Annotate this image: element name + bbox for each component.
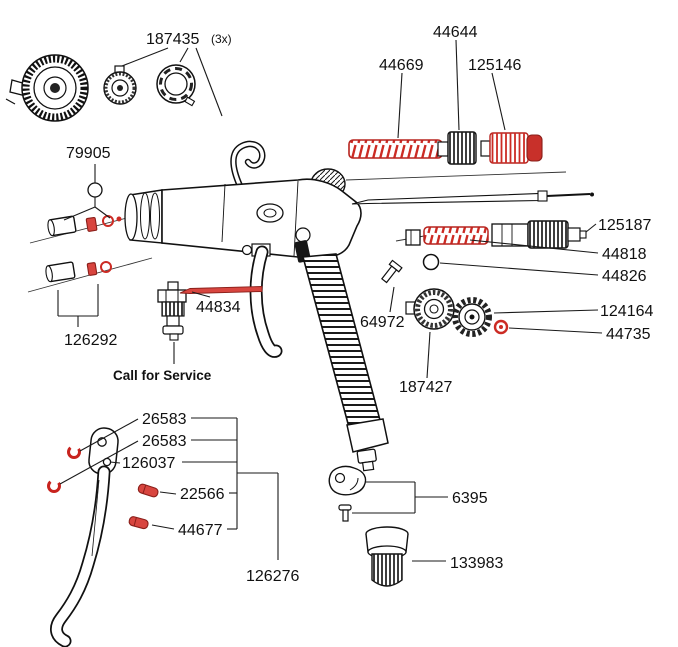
leader-lines	[57, 39, 603, 562]
label-126276: 126276	[246, 568, 299, 585]
label-187435-qty: (3x)	[211, 32, 232, 46]
label-125146: 125146	[468, 57, 521, 74]
part-spring-44818	[423, 226, 489, 245]
label-126037: 126037	[122, 455, 175, 472]
part-needle-44834	[179, 286, 263, 294]
label-126292: 126292	[64, 332, 117, 349]
label-44669: 44669	[379, 57, 424, 74]
part-knob-187427	[405, 288, 455, 330]
part-gear-124164	[452, 297, 492, 337]
label-125187: 125187	[598, 217, 651, 234]
part-packing-nut	[405, 229, 421, 246]
label-44834: 44834	[196, 299, 241, 316]
label-187427: 187427	[399, 379, 452, 396]
part-oring-44826	[422, 253, 440, 271]
label-187435: 187435	[146, 31, 199, 48]
label-79905: 79905	[66, 145, 111, 162]
label-133983: 133983	[450, 555, 503, 572]
label-44644: 44644	[433, 24, 478, 41]
part-eclip-26583-bottom	[47, 479, 61, 493]
part-clip-44735	[493, 319, 509, 335]
label-44677: 44677	[178, 522, 223, 539]
part-pin-44677	[128, 516, 149, 530]
part-screw-64972	[381, 259, 403, 284]
part-pin-22566	[137, 483, 159, 498]
label-6395: 6395	[452, 490, 488, 507]
spray-gun-body	[124, 140, 389, 472]
part-connector-133983	[365, 526, 409, 587]
part-nut-44644	[437, 131, 477, 165]
label-44818: 44818	[602, 246, 647, 263]
part-nozzle-79905	[47, 182, 122, 237]
part-service-valve	[157, 281, 187, 341]
label-64972: 64972	[360, 314, 405, 331]
part-retaining-ring	[156, 64, 196, 107]
part-distributor-ring	[103, 65, 137, 105]
part-air-cap	[5, 54, 89, 122]
label-call-for-service: Call for Service	[113, 368, 212, 383]
label-22566: 22566	[180, 486, 225, 503]
label-124164: 124164	[600, 303, 653, 320]
label-26583-bottom: 26583	[142, 433, 187, 450]
part-eclip-26583-top	[67, 445, 81, 459]
label-26583-top: 26583	[142, 411, 187, 428]
part-spring-44669	[348, 139, 443, 159]
part-labels: 187435 (3x) 79905 44644 44669 125146 125…	[64, 24, 653, 585]
label-44826: 44826	[602, 268, 647, 285]
part-125146	[480, 132, 543, 164]
part-125187	[491, 220, 587, 249]
part-trigger-assembly	[50, 427, 119, 647]
part-cam-6395	[328, 465, 367, 522]
part-nozzle-126292	[45, 261, 112, 283]
part-fluid-needle	[351, 190, 594, 205]
label-44735: 44735	[606, 326, 651, 343]
